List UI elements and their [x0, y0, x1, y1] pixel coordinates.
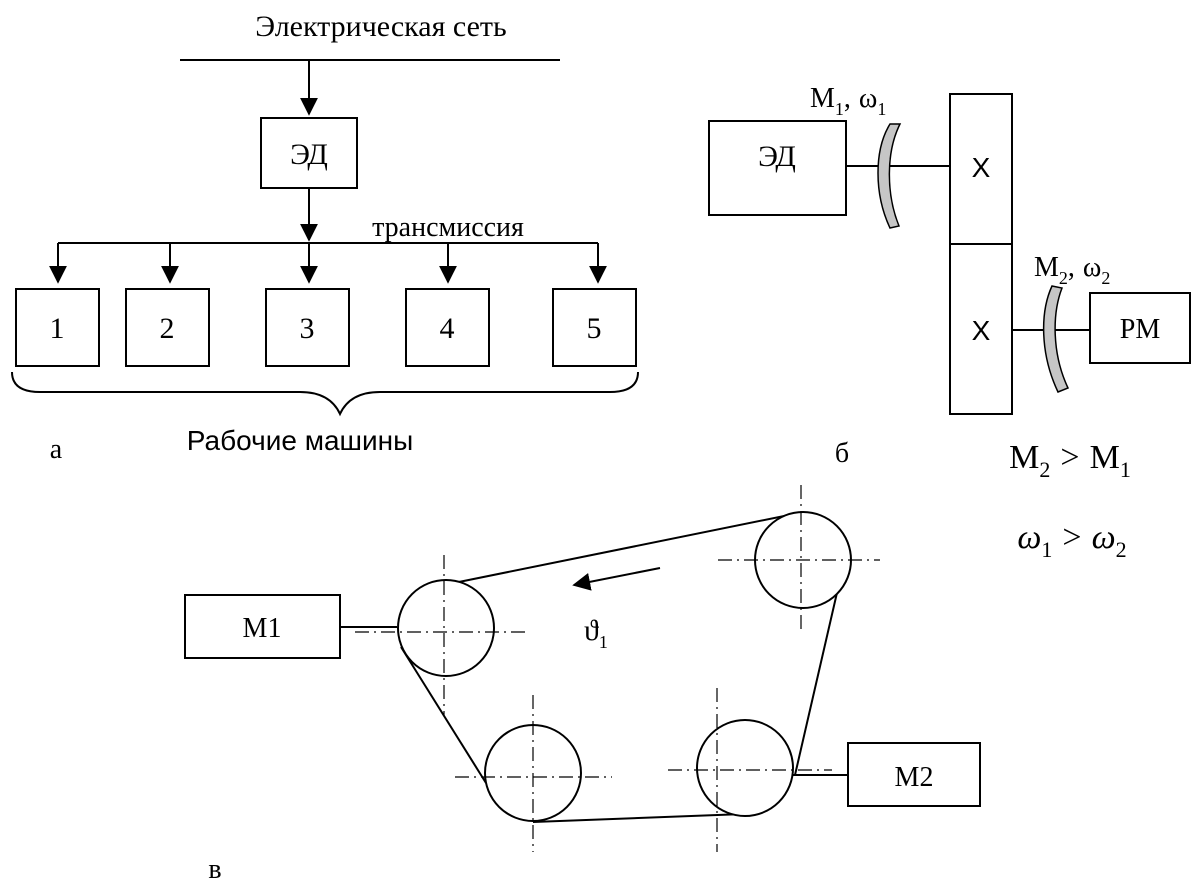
motor2-box — [847, 742, 981, 807]
diagram-a: Электрическая сеть ЭД трансмиссия 1 2 3 … — [11, 10, 639, 465]
belt-velocity-arrow — [572, 567, 661, 591]
belt-velocity-sub: 1 — [599, 632, 608, 652]
speed-relation-right-sub: 2 — [1116, 537, 1127, 562]
output-torque-sub: 2 — [1059, 268, 1068, 288]
motor-box-a — [260, 117, 358, 189]
motor1-box — [184, 594, 341, 659]
machine-label-4: 4 — [440, 312, 455, 345]
panel-letter-a: а — [50, 434, 63, 465]
motor-box-b — [708, 120, 847, 216]
machine-box-3 — [265, 288, 350, 367]
machine-label-1: 1 — [50, 312, 65, 345]
panel-letter-b: б — [835, 438, 849, 469]
machine-box-1 — [15, 288, 100, 367]
machine-box-5 — [552, 288, 637, 367]
torque-relation-right-sub: 1 — [1120, 457, 1131, 482]
torque-relation: M2>M1 — [1009, 439, 1131, 482]
panel-letter-c: в — [208, 854, 221, 885]
speed-relation-left: ω — [1017, 519, 1041, 556]
input-speed: ω — [859, 83, 877, 114]
speed-relation-op: > — [1062, 519, 1081, 556]
input-torque: M — [810, 83, 835, 114]
torque-relation-op: > — [1060, 439, 1079, 476]
output-parameters: M2,ω2 — [1034, 252, 1110, 288]
diagram-c: M1 M2 ϑ1 в — [184, 485, 981, 885]
belt-bottom — [532, 813, 745, 823]
belt-velocity-symbol: ϑ — [584, 614, 599, 647]
output-separator: , — [1068, 252, 1075, 283]
working-machine-label: РМ — [1120, 314, 1161, 345]
speed-relation-left-sub: 1 — [1041, 537, 1052, 562]
output-speed-sub: 2 — [1101, 268, 1110, 288]
output-torque-arrow — [1042, 285, 1070, 393]
gear-mark-upper: X — [972, 152, 991, 183]
transmission-label: трансмиссия — [372, 212, 524, 243]
gear-box-lower — [949, 243, 1013, 415]
machine-label-5: 5 — [587, 312, 602, 345]
input-torque-arrow — [877, 123, 902, 229]
machine-label-2: 2 — [160, 312, 175, 345]
output-torque: M — [1034, 252, 1059, 283]
machine-box-4 — [405, 288, 490, 367]
working-machine-box — [1089, 292, 1191, 364]
motor2-label: M2 — [895, 762, 934, 793]
machine-box-2 — [125, 288, 210, 367]
belt-velocity-label: ϑ1 — [584, 614, 608, 652]
machine-label-3: 3 — [300, 312, 315, 345]
diagram-b: ЭД M1,ω1 X X M2,ω2 РМ б M2>M1 ω1>ω2 — [708, 83, 1191, 562]
input-parameters: M1,ω1 — [810, 83, 886, 119]
torque-relation-left: M — [1009, 439, 1039, 476]
belt-top — [443, 513, 795, 586]
network-label: Электрическая сеть — [255, 10, 506, 43]
input-separator: , — [844, 83, 851, 114]
torque-relation-right: M — [1090, 439, 1120, 476]
torque-relation-left-sub: 2 — [1039, 457, 1050, 482]
output-speed: ω — [1083, 252, 1101, 283]
input-speed-sub: 1 — [877, 99, 886, 119]
machines-brace — [11, 371, 639, 417]
speed-relation: ω1>ω2 — [1017, 519, 1126, 562]
motor1-label: M1 — [243, 613, 282, 644]
speed-relation-right: ω — [1092, 519, 1116, 556]
motor-label-b: ЭД — [758, 140, 796, 173]
machines-caption: Рабочие машины — [187, 425, 413, 456]
input-torque-sub: 1 — [835, 99, 844, 119]
pulley-drive-left — [397, 579, 495, 677]
gear-mark-lower: X — [972, 315, 991, 346]
pulley-drive-right — [696, 719, 794, 817]
belt-right — [794, 583, 840, 776]
motor-label-a: ЭД — [290, 138, 328, 171]
